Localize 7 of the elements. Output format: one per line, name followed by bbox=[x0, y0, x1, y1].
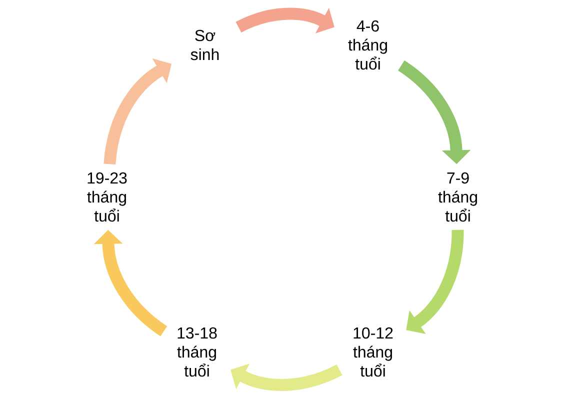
stage-label: 13-18 tháng tuổi bbox=[177, 327, 217, 377]
stage-label: 19-23 tháng tuổi bbox=[87, 172, 127, 222]
stage-label: 4-6 tháng tuổi bbox=[348, 20, 387, 70]
stage-label: 10-12 tháng tuổi bbox=[353, 327, 393, 377]
stage-label: 7-9 tháng tuổi bbox=[438, 172, 477, 222]
stage-label: Sơ sinh bbox=[190, 30, 219, 60]
curved-arrow bbox=[406, 230, 464, 334]
